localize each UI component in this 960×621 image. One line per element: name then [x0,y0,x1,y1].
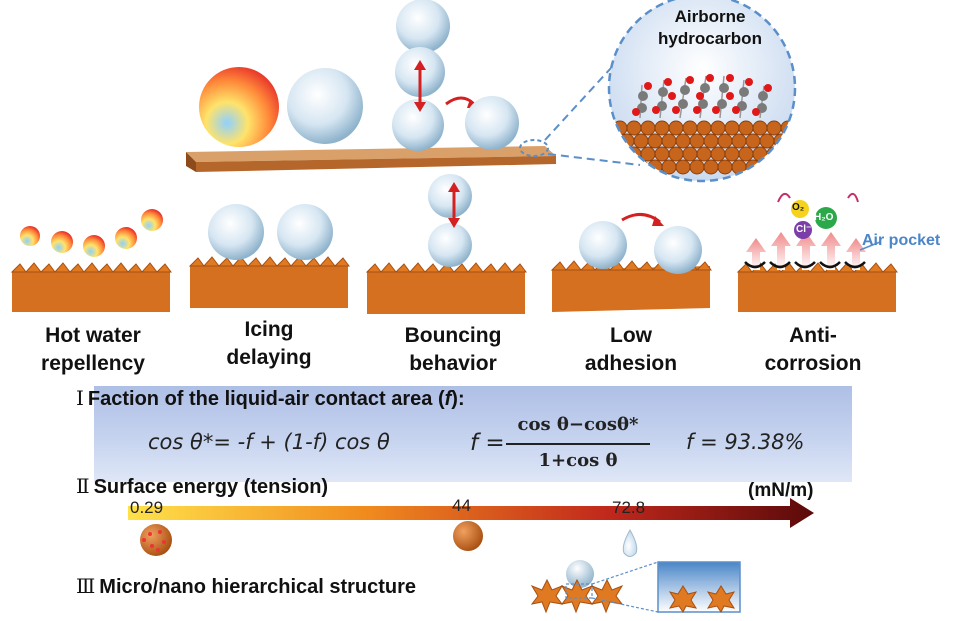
hierarchical-structure-illustration [530,560,741,614]
scale-value-high: 72.8 [612,498,646,517]
contact-area-panel [94,386,852,482]
fraction-numerator: cos θ−cosθ* [517,414,639,435]
fraction-result: f = 93.38% [686,430,805,454]
fraction-bar [506,443,650,445]
fraction-equation-lhs: f = [470,430,505,456]
hot-droplet [199,67,279,147]
h2o-label: H₂O [814,212,834,223]
substrate-plank [186,146,556,172]
bounce-arrow [414,60,426,112]
substrate-anti-corrosion [736,262,898,312]
hot-droplets [20,209,163,257]
section1-numeral: Ⅰ [76,386,84,410]
panels-scene [10,174,898,314]
droplet-bounce-top [396,0,450,53]
section3-numeral: Ⅲ [76,574,96,598]
top-scene [186,0,797,183]
micro-nano-stars [530,578,624,614]
section2-numeral: Ⅱ [76,474,90,498]
water-droplet [287,68,363,144]
cl-ion [794,221,812,239]
surface-energy-scale [128,498,814,528]
substrate-hot-water [10,262,172,312]
o2-molecule [791,200,809,218]
o2-label: O₂ [792,202,805,213]
scale-value-low: 0.29 [130,498,164,517]
bouncing-droplets [428,174,472,267]
substrate-icing [188,256,350,308]
droplet-rolled [465,96,519,150]
droplet-bounce-bottom [392,99,444,151]
surface-energy-unit: (mN/m) [748,480,814,501]
copper-particle [453,521,483,551]
fluorinated-particle [140,524,172,556]
zoom-detail-box [657,561,741,613]
cassie-equation: cos θ*= -f + (1-f) cos θ [148,430,390,454]
anti-corrosion-scene [744,192,881,270]
water-drop-icon [622,528,638,557]
substrate-bouncing [365,262,527,314]
scale-value-mid: 44 [452,496,471,515]
low-adhesion-droplets [579,213,702,274]
zoom-frame-small [565,583,593,599]
fraction-denominator: 1+cos θ [538,450,618,471]
zoom-target [519,139,549,157]
h2o-molecule [815,207,837,229]
icing-droplets [208,204,333,260]
label-anti-corrosion: Anti-corrosion [764,324,862,375]
droplet-on-structure [566,560,594,588]
airborne-hydrocarbon-label: Airborne hydrocarbon [658,7,762,48]
air-pocket-label: Air pocket [862,232,941,249]
cl-label: Cl⁻ [796,224,812,235]
scale-markers [140,521,638,557]
